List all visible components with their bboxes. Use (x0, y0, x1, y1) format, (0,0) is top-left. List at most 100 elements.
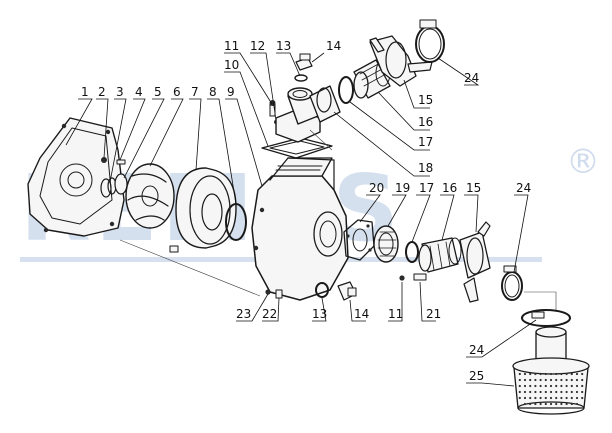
callout-item: 10 (224, 58, 269, 147)
callout-label: 3 (116, 85, 124, 99)
strainer-hole (570, 384, 573, 388)
strainer-hole (518, 390, 521, 394)
strainer-hole (575, 378, 579, 382)
callout-item: 16 (377, 91, 433, 131)
strainer-hole (575, 372, 579, 376)
strainer-hole (560, 402, 563, 406)
callout-item: 19 (387, 181, 410, 227)
callout-label: 24 (464, 71, 479, 85)
callout-label: 24 (516, 181, 531, 195)
callout-label: 10 (224, 58, 239, 72)
strainer-hole (565, 390, 568, 394)
strainer-hole (560, 396, 563, 400)
strainer-hole (565, 372, 568, 376)
registered-mark: ® (566, 142, 600, 182)
callout-item: 13 (276, 39, 301, 77)
callout-item: 17 (349, 101, 433, 151)
callout-item: 22 (262, 297, 280, 322)
part-pump-body (251, 157, 349, 301)
callout-item: 24 (466, 319, 537, 358)
strainer-hole (560, 390, 563, 394)
strainer-hole (539, 378, 542, 382)
callout-label: 15 (418, 93, 433, 107)
part-gasket-top (261, 137, 333, 159)
callout-item: 11 (224, 39, 273, 105)
callout-item: 21 (419, 281, 441, 322)
part-upper-union-nut (369, 35, 433, 87)
callout-label: 24 (469, 343, 484, 357)
callout-label: 14 (326, 39, 341, 53)
strainer-hole (539, 396, 542, 400)
strainer-hole (523, 372, 527, 376)
callout-item: 15 (464, 181, 481, 233)
strainer-hole (529, 390, 532, 394)
strainer-hole (570, 402, 573, 406)
callout-item: 8 (207, 85, 237, 205)
strainer-hole (534, 390, 537, 394)
strainer-hole (581, 384, 584, 388)
part-check-valve (373, 225, 399, 263)
strainer-hole (575, 402, 579, 406)
callout-item: 13 (312, 297, 327, 322)
strainer-hole (549, 384, 553, 388)
strainer-hole (544, 384, 547, 388)
callout-label: 14 (354, 307, 369, 321)
strainer-hole (529, 372, 532, 376)
callout-label: 13 (312, 307, 327, 321)
callout-label: 19 (395, 181, 410, 195)
part-lower-hose-clamp (501, 265, 523, 301)
strainer-hole (539, 372, 542, 376)
strainer-hole (518, 378, 521, 382)
part-impeller (125, 163, 175, 229)
strainer-hole (539, 390, 542, 394)
part-strainer-clamp (521, 309, 571, 327)
strainer-hole (560, 384, 563, 388)
callout-label: 7 (191, 85, 199, 99)
callout-label: 13 (276, 39, 291, 53)
callout-label: 25 (469, 369, 484, 383)
part-strainer (512, 326, 590, 415)
strainer-hole (534, 402, 537, 406)
callout-item: 25 (466, 369, 515, 387)
callout-item: 16 (440, 181, 457, 241)
strainer-hole (544, 396, 547, 400)
part-diffuser (169, 167, 237, 253)
part-top-plug (294, 53, 313, 82)
part-drain-plug (315, 281, 357, 301)
strainer-hole (555, 384, 558, 388)
strainer-hole (555, 402, 558, 406)
strainer-hole (529, 378, 532, 382)
callout-item: 4 (119, 85, 146, 161)
strainer-hole (581, 378, 584, 382)
callout-label: 21 (426, 307, 441, 321)
strainer-hole (565, 402, 568, 406)
callout-item: 7 (189, 85, 202, 171)
strainer-hole (560, 372, 563, 376)
strainer-hole (581, 396, 584, 400)
strainer-hole (529, 396, 532, 400)
strainer-hole (544, 372, 547, 376)
strainer-hole (539, 402, 542, 406)
strainer-hole (518, 384, 521, 388)
callout-label: 23 (236, 307, 251, 321)
callout-label: 16 (418, 115, 433, 129)
strainer-hole (529, 384, 532, 388)
strainer-hole (565, 378, 568, 382)
strainer-hole (534, 396, 537, 400)
callout-label: 20 (369, 181, 384, 195)
strainer-hole (544, 402, 547, 406)
strainer-hole (581, 372, 584, 376)
strainer-hole (555, 390, 558, 394)
callout-label: 15 (466, 181, 481, 195)
callout-item: 11 (388, 282, 403, 322)
callout-label: 12 (250, 39, 265, 53)
assembly-center-lines (119, 129, 557, 310)
strainer-hole (565, 384, 568, 388)
callout-item: 20 (359, 181, 384, 223)
callout-label: 18 (418, 161, 433, 175)
callout-item: 15 (403, 79, 433, 109)
callout-item: 23 (236, 293, 269, 322)
strainer-hole (523, 390, 527, 394)
callout-item: 3 (109, 85, 127, 183)
